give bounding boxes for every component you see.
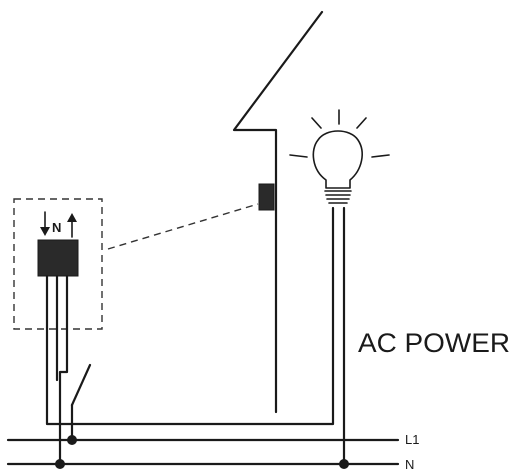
wall-sensor-icon [258,183,275,211]
neutral-marker: N [52,220,61,235]
light-rays [289,109,390,158]
switch-icon [70,363,92,407]
light-bulb-icon [289,109,390,204]
ac-power-label: AC POWER [358,328,510,358]
relay-module-icon [37,239,79,277]
junction-dot [339,459,349,469]
arrow-down-icon [40,227,50,236]
house-outline [232,10,324,414]
wireless-link [107,203,259,250]
arrow-up-icon [67,213,77,222]
junction-dot [55,459,65,469]
module-wires [45,206,335,466]
junction-dot [67,435,77,445]
label-n: N [405,457,414,472]
supply-lines: L1 N [6,432,419,472]
label-l1: L1 [405,432,419,447]
relay-module: N [37,211,79,277]
